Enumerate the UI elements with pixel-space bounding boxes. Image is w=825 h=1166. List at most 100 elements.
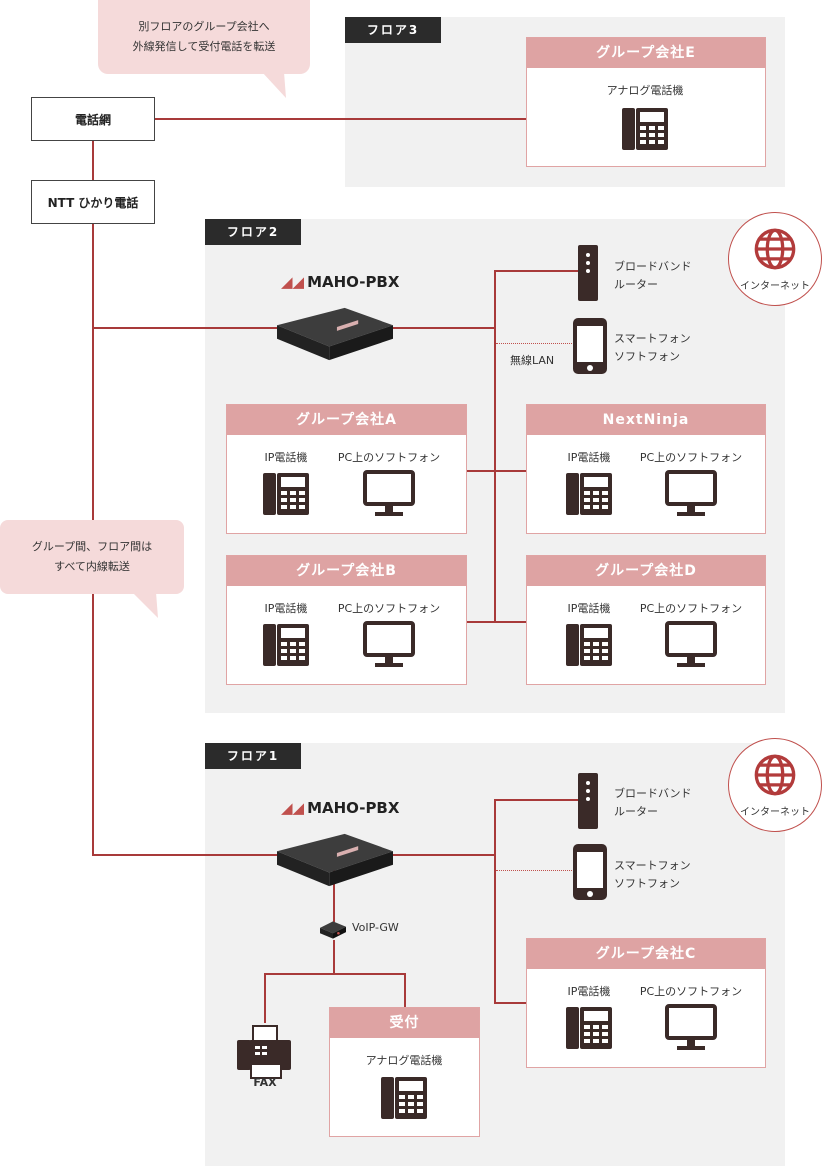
pbx1-logo-suffix: PBX — [365, 799, 400, 817]
company-c-ip-label: IP電話機 — [567, 985, 611, 998]
line-f2-spine — [494, 270, 496, 622]
f2-internet-label: インターネット — [740, 281, 810, 292]
callout-internal-tail — [132, 592, 158, 618]
fax-icon — [237, 1024, 291, 1080]
phone-network-node: 電話網 — [31, 97, 155, 141]
f2-smartphone-line2: ソフトフォン — [614, 350, 680, 363]
company-c-pc-label: PC上のソフトフォン — [639, 985, 743, 998]
f1-router-icon — [578, 773, 598, 829]
company-b-pc-label: PC上のソフトフォン — [337, 602, 441, 615]
ntt-hikari-label: NTT ひかり電話 — [47, 195, 139, 210]
f1-router-line2: ルーター — [614, 805, 658, 818]
reception-analog-label: アナログ電話機 — [365, 1054, 443, 1067]
reception-title: 受付 — [330, 1008, 479, 1038]
pbx2-logo-mark: ◢◢ — [281, 273, 305, 291]
line-f1-spine — [494, 799, 496, 1003]
pbx2-logo: ◢◢MAHO-PBX — [281, 273, 399, 291]
line-f1-c — [494, 1002, 526, 1004]
f2-smartphone-icon — [573, 318, 607, 374]
company-d-phone-icon — [561, 620, 617, 668]
line-gw-fax — [264, 973, 266, 1023]
company-a-phone-icon — [258, 469, 314, 517]
line-network-to-ntt — [92, 140, 94, 180]
f1-internet-badge: インターネット — [728, 738, 822, 832]
pbx1-logo: ◢◢MAHO-PBX — [281, 799, 399, 817]
line-gw-horizontal — [264, 973, 405, 975]
reception-phone-icon — [376, 1073, 432, 1121]
pbx2-device-icon — [276, 304, 394, 362]
callout-external-line1: 別フロアのグループ会社へ — [138, 20, 270, 33]
callout-internal-line1: グループ間、フロア間は — [31, 540, 153, 553]
line-f1-router — [494, 799, 578, 801]
company-c-phone-icon — [561, 1003, 617, 1051]
company-b-ip-label: IP電話機 — [264, 602, 308, 615]
f2-router-line1: ブロードバンド — [614, 260, 692, 273]
callout-external-line2: 外線発信して受付電話を転送 — [132, 40, 276, 53]
callout-internal-transfer: グループ間、フロア間は すべて内線転送 — [0, 520, 184, 594]
line-gw-reception — [404, 973, 406, 1007]
line-f1-smartphone — [496, 870, 576, 871]
pbx1-logo-mark: ◢◢ — [281, 799, 305, 817]
line-f2-router — [494, 270, 578, 272]
voip-gw-label: VoIP-GW — [352, 921, 399, 934]
company-e-analog-label: アナログ電話機 — [606, 84, 684, 97]
callout-external-transfer: 別フロアのグループ会社へ 外線発信して受付電話を転送 — [98, 0, 310, 74]
voip-gw-icon — [320, 921, 346, 939]
line-pbx2-to-hub — [390, 327, 495, 329]
pbx1-device-icon — [276, 830, 394, 888]
line-f2-b — [465, 621, 526, 623]
nextninja-phone-icon — [561, 469, 617, 517]
company-c-title: グループ会社C — [527, 939, 765, 969]
f1-smartphone-icon — [573, 844, 607, 900]
phone-network-label: 電話網 — [74, 112, 111, 127]
pbx1-logo-prefix: MAHO- — [307, 799, 366, 817]
company-b-title: グループ会社B — [227, 556, 466, 586]
floor2-tag: フロア2 — [205, 219, 301, 245]
nextninja-pc-label: PC上のソフトフォン — [639, 451, 743, 464]
ntt-hikari-node: NTT ひかり電話 — [31, 180, 155, 224]
f2-globe-icon — [753, 227, 797, 271]
nextninja-title: NextNinja — [527, 405, 765, 435]
floor3-tag: フロア3 — [345, 17, 441, 43]
company-e-title: グループ会社E — [527, 38, 765, 68]
line-pbx1-to-gw — [333, 870, 335, 922]
line-gw-down — [333, 940, 335, 973]
company-b-phone-icon — [258, 620, 314, 668]
line-network-to-e — [154, 118, 526, 120]
callout-internal-line2: すべて内線転送 — [54, 560, 130, 573]
f1-globe-icon — [753, 753, 797, 797]
company-d-pc-label: PC上のソフトフォン — [639, 602, 743, 615]
line-pbx1-to-hub — [390, 854, 495, 856]
f2-internet-badge: インターネット — [728, 212, 822, 306]
floor1-tag: フロア1 — [205, 743, 301, 769]
nextninja-monitor-icon — [664, 470, 718, 518]
company-d-ip-label: IP電話機 — [567, 602, 611, 615]
pbx2-logo-suffix: PBX — [365, 273, 400, 291]
f2-wireless-lan-label: 無線LAN — [510, 354, 555, 367]
nextninja-ip-label: IP電話機 — [567, 451, 611, 464]
company-e-box: グループ会社E — [526, 37, 766, 167]
line-trunk-to-pbx2 — [92, 327, 280, 329]
f2-smartphone-line1: スマートフォン — [614, 332, 691, 345]
company-e-phone-icon — [617, 104, 673, 152]
company-d-monitor-icon — [664, 621, 718, 669]
company-a-monitor-icon — [362, 470, 416, 518]
company-c-monitor-icon — [664, 1004, 718, 1052]
f1-smartphone-line1: スマートフォン — [614, 859, 691, 872]
company-d-title: グループ会社D — [527, 556, 765, 586]
line-f2-wlan — [496, 343, 576, 344]
company-a-ip-label: IP電話機 — [264, 451, 308, 464]
company-a-pc-label: PC上のソフトフォン — [337, 451, 441, 464]
line-f2-a — [465, 470, 526, 472]
company-b-monitor-icon — [362, 621, 416, 669]
company-a-title: グループ会社A — [227, 405, 466, 435]
f2-router-line2: ルーター — [614, 278, 658, 291]
fax-label: FAX — [253, 1076, 277, 1089]
line-trunk-to-pbx1 — [92, 854, 280, 856]
f1-router-line1: ブロードバンド — [614, 787, 692, 800]
pbx2-logo-prefix: MAHO- — [307, 273, 366, 291]
f1-internet-label: インターネット — [740, 807, 810, 818]
f1-smartphone-line2: ソフトフォン — [614, 877, 680, 890]
callout-external-tail — [262, 72, 286, 98]
company-a-box: グループ会社A — [226, 404, 467, 534]
